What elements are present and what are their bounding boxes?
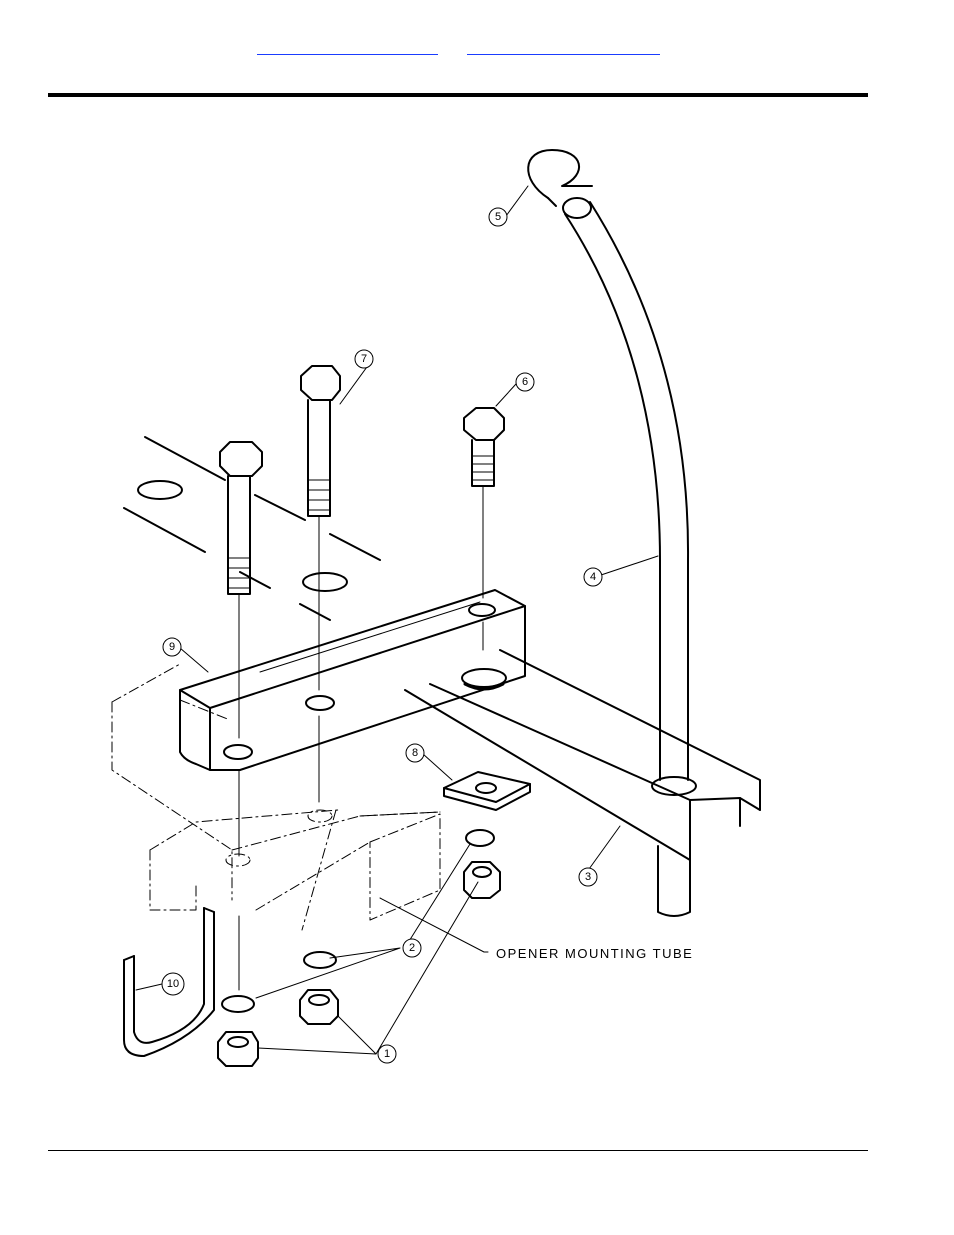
opener-mounting-tube-label: OPENER MOUNTING TUBE [496, 946, 693, 961]
header-links [0, 36, 954, 56]
callout-numbers: 1 2 3 4 5 6 7 8 9 10 [167, 211, 596, 1060]
callout-number-1: 1 [384, 1048, 390, 1060]
callout-number-6: 6 [522, 376, 528, 388]
callout-number-3: 3 [585, 871, 591, 883]
bottom-rule [48, 1150, 868, 1151]
callout-number-4: 4 [590, 571, 596, 583]
header-link-2[interactable] [467, 36, 660, 55]
opener-mounting-tube [112, 664, 440, 930]
channel-bracket [405, 650, 760, 862]
callout-number-10: 10 [167, 978, 179, 990]
exploded-view-drawing: 1 2 3 4 5 6 7 8 9 10 OPENER MOUNTING TUB… [104, 140, 776, 1076]
mounting-bracket [180, 590, 525, 770]
callout-number-9: 9 [169, 641, 175, 653]
hair-pin [528, 150, 592, 206]
callout-number-8: 8 [412, 747, 418, 759]
hex-nuts [218, 862, 500, 1066]
callout-number-2: 2 [409, 942, 415, 954]
square-washer [444, 772, 530, 810]
callouts [162, 208, 602, 1063]
parts-diagram: 1 2 3 4 5 6 7 8 9 10 OPENER MOUNTING TUB… [104, 140, 776, 1076]
lock-washers [222, 830, 494, 1012]
toolbar-beam [124, 437, 506, 689]
callout-number-5: 5 [495, 211, 501, 223]
callout-number-7: 7 [361, 353, 367, 365]
top-rule [48, 93, 868, 97]
lift-tube [563, 198, 696, 916]
header-link-1[interactable] [257, 36, 438, 55]
